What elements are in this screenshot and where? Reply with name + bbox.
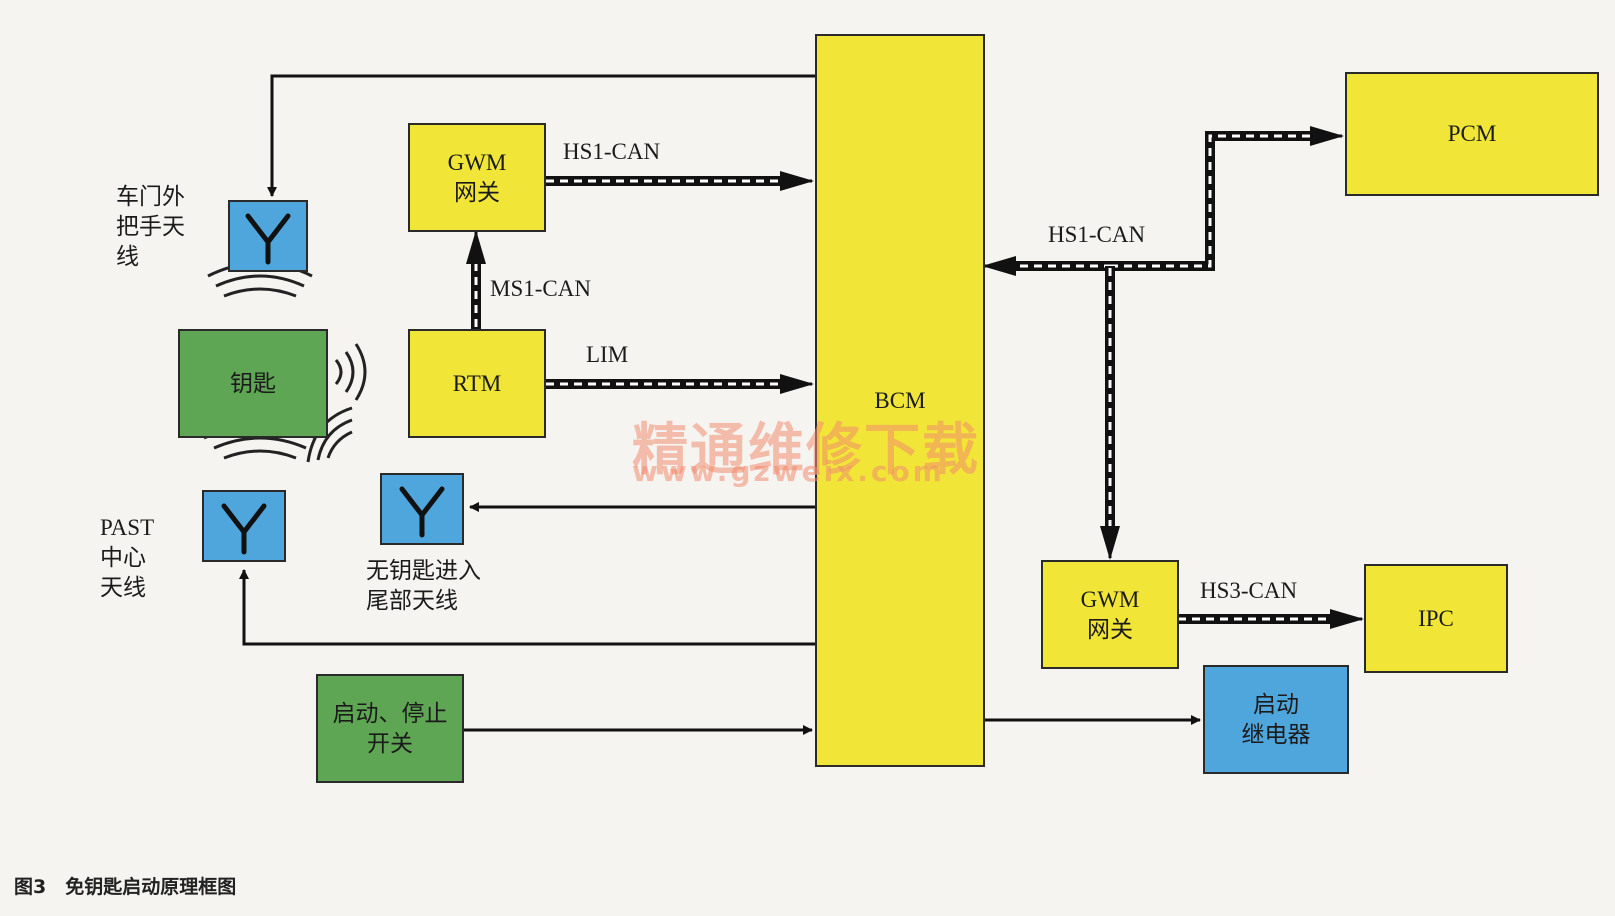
keyless-rear-antenna-label: 无钥匙进入 尾部天线 (366, 558, 481, 613)
gwm-left-block: GWM 网关 (408, 123, 546, 232)
ipc-block: IPC (1364, 564, 1508, 673)
pcm-label: PCM (1447, 121, 1497, 146)
gwm-right-label: GWM 网关 (1080, 586, 1140, 642)
rtm-label: RTM (452, 370, 502, 396)
bus-junction-to-pcm (1110, 126, 1344, 271)
start-stop-switch-block: 启动、停止 开关 (316, 674, 464, 783)
gwm-right-block: GWM 网关 (1041, 560, 1179, 669)
start-relay-label: 启动 继电器 (1241, 691, 1311, 747)
past-center-antenna-label: PAST 中心 天线 (100, 515, 155, 600)
gwm-left-label: GWM 网关 (447, 149, 507, 205)
watermark-url: www.gzweix.com (632, 455, 945, 488)
antenna-icon (221, 503, 267, 555)
ipc-label: IPC (1418, 605, 1454, 631)
signal-waves-right (334, 343, 367, 401)
arrow-bcm-to-door-antenna (267, 74, 815, 197)
antenna-icon (245, 213, 291, 265)
lim-label: LIM (586, 342, 629, 367)
bcm-block: BCM (815, 34, 985, 767)
watermark-title: 精通维修下载 (632, 417, 980, 483)
door-handle-antenna (228, 200, 308, 272)
key-block: 钥匙 (178, 329, 328, 438)
key-label: 钥匙 (230, 370, 276, 396)
past-center-antenna (202, 490, 286, 562)
hs3-can-label: HS3-CAN (1200, 578, 1298, 603)
hs1-can-right-label: HS1-CAN (1048, 222, 1146, 247)
antenna-icon (399, 486, 445, 538)
arrow-bcm-to-past-antenna (239, 569, 815, 646)
start-stop-switch-label: 启动、停止 开关 (332, 700, 448, 756)
pcm-block: PCM (1345, 72, 1599, 196)
keyless-rear-antenna (380, 473, 464, 545)
hs1-can-left-label: HS1-CAN (563, 139, 661, 164)
rtm-block: RTM (408, 329, 546, 438)
bcm-label: BCM (874, 387, 926, 413)
figure-caption: 图3 免钥匙启动原理框图 (14, 876, 237, 898)
door-handle-antenna-label: 车门外 把手天 线 (116, 184, 185, 269)
ms1-can-label: MS1-CAN (490, 276, 591, 301)
start-relay-block: 启动 继电器 (1203, 665, 1349, 774)
